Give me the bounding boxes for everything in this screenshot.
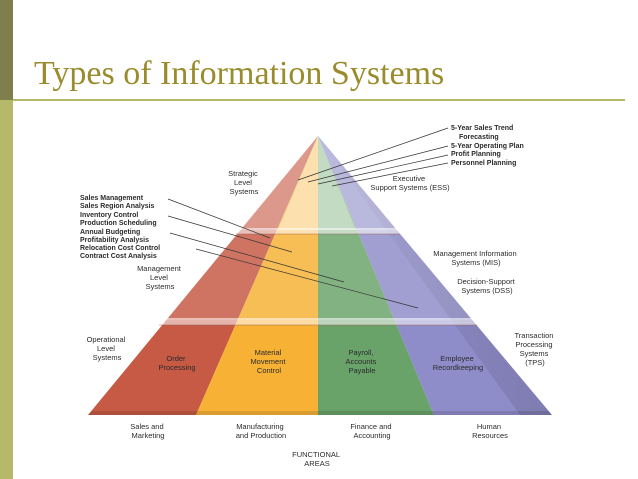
functional-areas-caption: FUNCTIONAL AREAS [292, 450, 342, 468]
title-underline [13, 99, 625, 101]
sidebar-accent-dark [0, 0, 13, 100]
strategic-level-line: Level [234, 178, 252, 187]
left-callout-item: Sales Management [80, 195, 144, 202]
tier-band-upper [236, 228, 400, 234]
ess-label: Executive Support Systems (ESS) [370, 174, 450, 192]
tier-band-lower [159, 318, 477, 325]
right-callout-item: 5-Year Sales Trend [451, 125, 513, 132]
tps-label-line: Systems [520, 349, 549, 358]
dss-label-line: Systems (DSS) [461, 286, 513, 295]
management-level-line: Level [150, 273, 168, 282]
strategic-level-line: Strategic [228, 169, 258, 178]
strategic-level-line: Systems [230, 187, 259, 196]
pyramid-base-edge [88, 411, 552, 415]
cell-line: Material [255, 348, 282, 357]
left-callout-item: Sales Region Analysis [80, 203, 155, 210]
cell-material-movement-control: Material Movement Control [250, 348, 287, 375]
callout-line-profit-planning [317, 154, 449, 185]
area-label-manufacturing-production: Manufacturing and Production [236, 422, 286, 440]
strategic-level-label: Strategic Level Systems [228, 169, 260, 196]
mis-label-line: Management Information [433, 249, 516, 258]
cell-payroll-accounts-payable: Payroll, Accounts Payable [346, 348, 379, 375]
right-callout-item: Personnel Planning [451, 160, 516, 167]
area-label-line: Manufacturing [236, 422, 284, 431]
area-label-line: Finance and [350, 422, 391, 431]
area-label-finance-accounting: Finance and Accounting [350, 422, 393, 440]
left-callout-item: Inventory Control [80, 212, 138, 219]
left-callout-item: Profitability Analysis [80, 237, 149, 244]
left-callout-item: Relocation Cost Control [80, 245, 160, 252]
column-wedge-manufacturing-production [196, 136, 318, 415]
ess-label-line: Support Systems (ESS) [370, 183, 450, 192]
tps-label: Transaction Processing Systems (TPS) [515, 331, 556, 367]
callout-line-sales-management [167, 198, 271, 239]
callout-line-annual-budgeting [169, 232, 345, 283]
left-callout-lines [167, 198, 419, 309]
left-callout-item: Production Scheduling [80, 220, 157, 227]
area-label-line: Sales and [130, 422, 163, 431]
dss-label: Decision-Support Systems (DSS) [457, 277, 517, 295]
column-wedge-sales-marketing [88, 136, 318, 415]
management-level-line: Management [137, 264, 182, 273]
ess-label-line: Executive [393, 174, 426, 183]
callout-line-inventory-control [167, 215, 293, 253]
caption-line: FUNCTIONAL [292, 450, 340, 459]
left-callout-item: Annual Budgeting [80, 229, 140, 236]
management-level-label: Management Level Systems [137, 264, 183, 291]
right-callout-item: Forecasting [459, 134, 499, 141]
mis-label-line: Systems (MIS) [451, 258, 501, 267]
operational-level-line: Level [97, 344, 115, 353]
cell-line: Movement [250, 357, 286, 366]
slide-title: Types of Information Systems [34, 55, 445, 92]
area-label-line: Marketing [132, 431, 165, 440]
right-callout-item: Profit Planning [451, 151, 501, 158]
area-label-line: and Production [236, 431, 286, 440]
left-callout-item: Contract Cost Analysis [80, 253, 157, 260]
cell-line: Employee [440, 354, 473, 363]
cell-line: Processing [158, 363, 195, 372]
tps-label-line: Transaction [515, 331, 554, 340]
cell-line: Order [166, 354, 186, 363]
cell-line: Accounts [346, 357, 377, 366]
strategic-tier-tint [278, 136, 356, 230]
callout-line-relocation-cost [195, 248, 419, 309]
cell-line: Payroll, [348, 348, 373, 357]
pyramid-edge-shade [318, 136, 552, 415]
cell-line: Control [257, 366, 282, 375]
management-level-line: Systems [146, 282, 175, 291]
dss-label-line: Decision-Support [457, 277, 515, 286]
cell-line: Recordkeeping [433, 363, 483, 372]
cell-order-processing: Order Processing [158, 354, 195, 372]
cell-employee-recordkeeping: Employee Recordkeeping [433, 354, 483, 372]
area-label-line: Human [477, 422, 501, 431]
sidebar-accent-light [0, 100, 13, 479]
right-callout-list: 5-Year Sales Trend Forecasting 5-Year Op… [451, 125, 526, 167]
area-label-line: Accounting [353, 431, 390, 440]
callout-line-personnel-planning [331, 162, 449, 187]
operational-level-label: Operational Level Systems [87, 335, 128, 362]
right-callout-lines [297, 127, 449, 187]
callout-line-operating-plan [307, 145, 449, 183]
area-label-human-resources: Human Resources [472, 422, 508, 440]
tps-label-line: (TPS) [525, 358, 545, 367]
strategic-tier-overlay [239, 136, 397, 230]
area-label-line: Resources [472, 431, 508, 440]
tps-label-line: Processing [515, 340, 552, 349]
caption-line: AREAS [304, 459, 329, 468]
operational-level-line: Systems [93, 353, 122, 362]
operational-level-line: Operational [87, 335, 126, 344]
area-label-sales-marketing: Sales and Marketing [130, 422, 165, 440]
cell-line: Payable [348, 366, 375, 375]
right-callout-item: 5-Year Operating Plan [451, 143, 524, 150]
callout-line-sales-trend [297, 127, 449, 181]
left-callout-list: Sales Management Sales Region Analysis I… [80, 195, 162, 260]
mis-label: Management Information Systems (MIS) [433, 249, 518, 267]
